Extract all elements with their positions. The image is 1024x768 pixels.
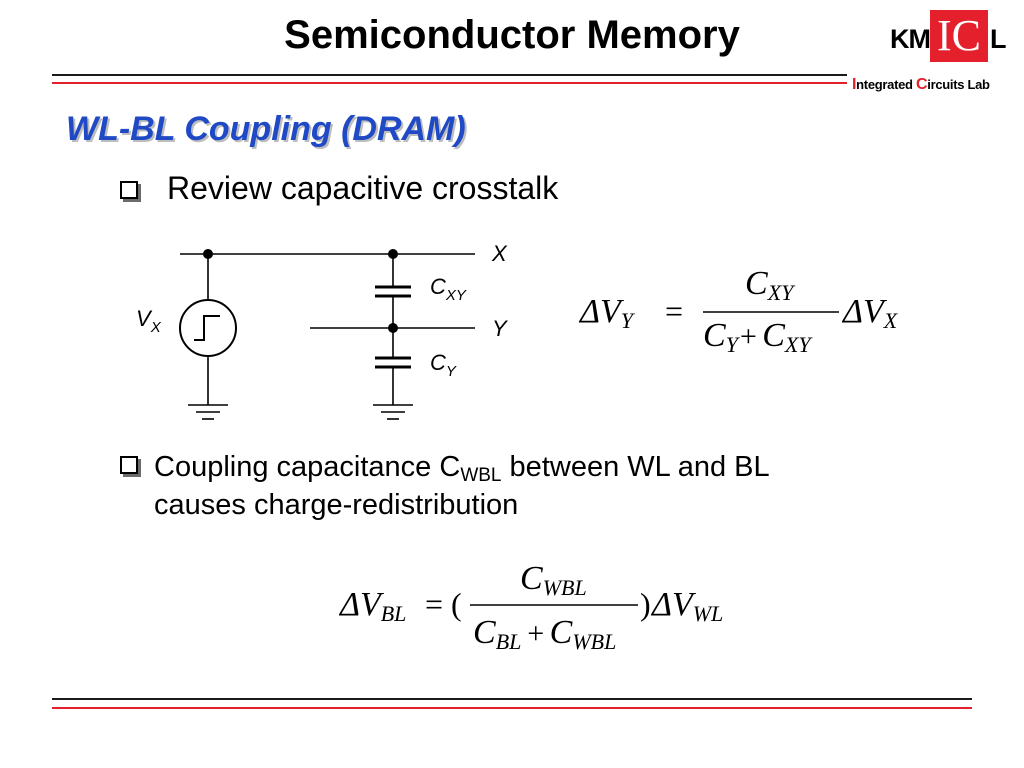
eq2-numerator: CWBL [520, 560, 587, 600]
footer-rule-red [52, 707, 972, 709]
logo-ic: IC [930, 10, 988, 62]
label-cy: CY [430, 350, 457, 380]
eq2-denominator: CBL+CWBL [473, 614, 616, 654]
label-cxy: CXY [430, 274, 467, 304]
equation-delta-vy: ΔVY = CXY CY+CXY ΔVX [578, 265, 899, 357]
bullet-coupling-line-1: Coupling capacitance CWBL between WL and… [154, 451, 770, 486]
eq2-equals-paren: = ( [425, 586, 462, 622]
node-dot-source [203, 249, 213, 259]
crosstalk-circuit-diagram: X Y VX CXY CY [136, 241, 508, 420]
eq1-rhs: ΔVX [841, 293, 899, 333]
eq2-rhs: ΔVWL [650, 586, 723, 626]
bullet-box-icon [120, 181, 138, 199]
lab-text-2: ircuits Lab [927, 77, 990, 92]
footer-rule-dark [52, 698, 972, 700]
equation-delta-vbl: ΔVBL = ( CWBL CBL+CWBL ) ΔVWL [338, 560, 723, 654]
page-title: Semiconductor Memory [284, 13, 740, 57]
label-vx: VX [136, 306, 162, 336]
node-dot-x [388, 249, 398, 259]
label-node-x: X [491, 241, 508, 266]
eq1-lhs: ΔVY [578, 293, 636, 333]
lab-initial-c: C [916, 76, 928, 93]
bullet-coupling-line-2: causes charge-redistribution [154, 489, 519, 521]
eq1-numerator: CXY [745, 265, 796, 305]
lab-text-1: ntegrated [856, 77, 916, 92]
eq2-lhs: ΔVBL [338, 586, 406, 626]
logo-km: KM [890, 24, 931, 54]
header-rule-red [52, 82, 847, 84]
voltage-source-circle [179, 299, 237, 357]
bullet-box-icon [120, 456, 138, 474]
label-node-y: Y [492, 316, 508, 341]
section-heading: WL-BL Coupling (DRAM) [66, 110, 466, 148]
bullet-coupling: Coupling capacitance CWBL between WL and… [154, 448, 770, 524]
eq1-equals: = [665, 293, 683, 329]
logo-l: L [990, 24, 1007, 54]
bullet-review: Review capacitive crosstalk [167, 170, 559, 206]
lab-initial-i: I [852, 76, 857, 93]
eq1-denominator: CY+CXY [703, 317, 813, 357]
eq2-close-paren: ) [640, 586, 651, 622]
node-dot-y [388, 323, 398, 333]
lab-name: Integrated Circuits Lab [852, 76, 990, 94]
header-rule-dark [52, 74, 847, 76]
step-waveform-icon [194, 315, 220, 341]
